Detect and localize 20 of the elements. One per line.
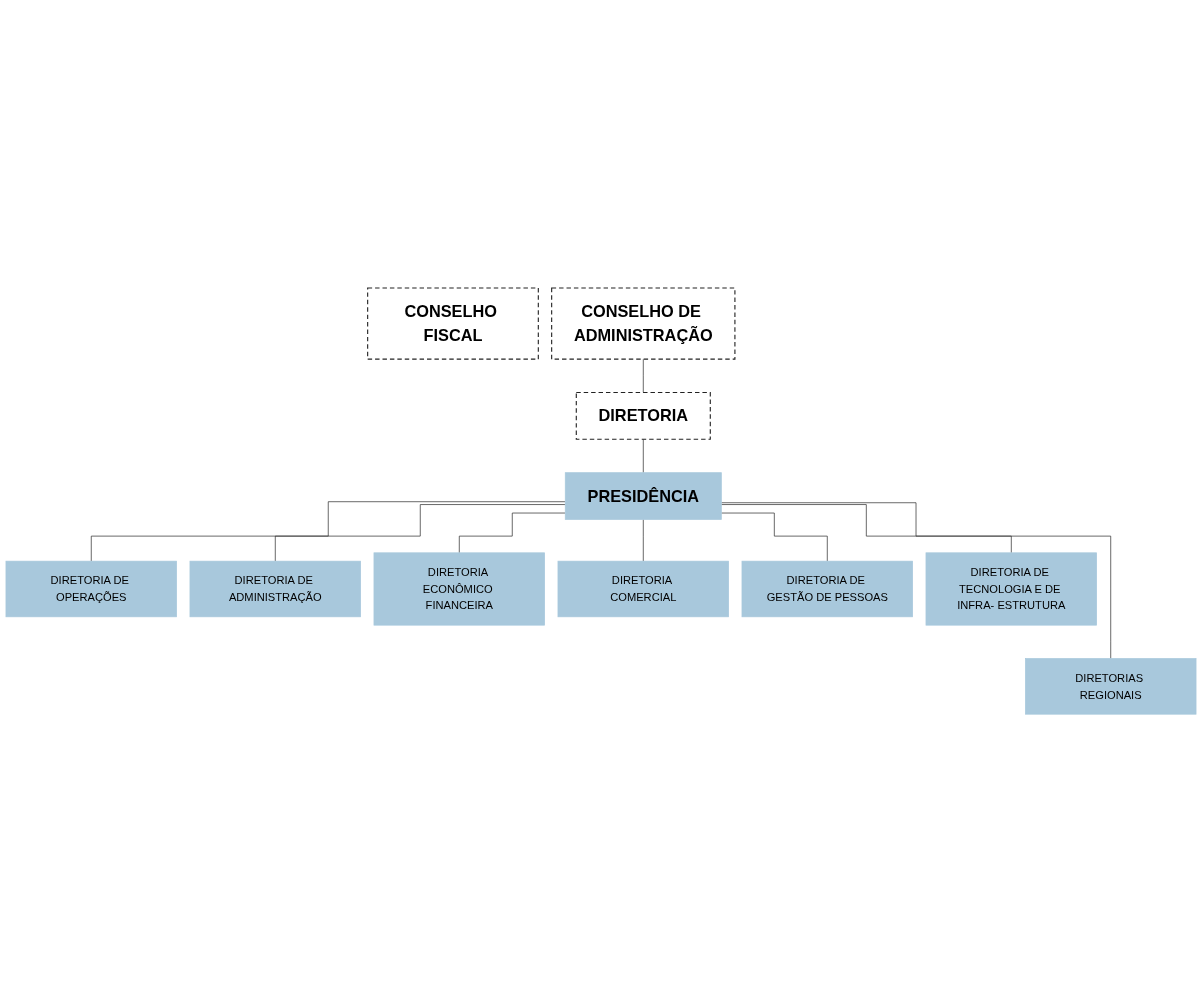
- connector: [90, 501, 566, 562]
- connector: [458, 513, 566, 554]
- node-box: DIRETORIA: [575, 392, 711, 441]
- connector: [642, 439, 644, 474]
- node-box: DIRETORIA DE TECNOLOGIA E DE INFRA- ESTRUTURA: [925, 552, 1097, 626]
- node-box: DIRETORIA ECONÔMICO FINANCEIRA: [373, 552, 545, 626]
- connector: [642, 519, 644, 562]
- node-box: CONSELHO FISCAL: [367, 287, 539, 361]
- node-box: DIRETORIA COMERCIAL: [557, 561, 729, 618]
- node-box: DIRETORIAS REGIONAIS: [1025, 658, 1197, 715]
- connector: [720, 513, 828, 562]
- connector: [642, 359, 644, 394]
- connector: [720, 504, 1012, 554]
- connector: [720, 502, 1112, 660]
- node-box: DIRETORIA DE ADMINISTRAÇÃO: [189, 561, 361, 618]
- connector: [274, 504, 566, 562]
- node-box: DIRETORIA DE OPERAÇÕES: [5, 561, 177, 618]
- node-box: CONSELHO DE ADMINISTRAÇÃO: [551, 287, 736, 361]
- node-box: PRESIDÊNCIA: [564, 472, 722, 521]
- node-box: DIRETORIA DE GESTÃO DE PESSOAS: [741, 561, 913, 618]
